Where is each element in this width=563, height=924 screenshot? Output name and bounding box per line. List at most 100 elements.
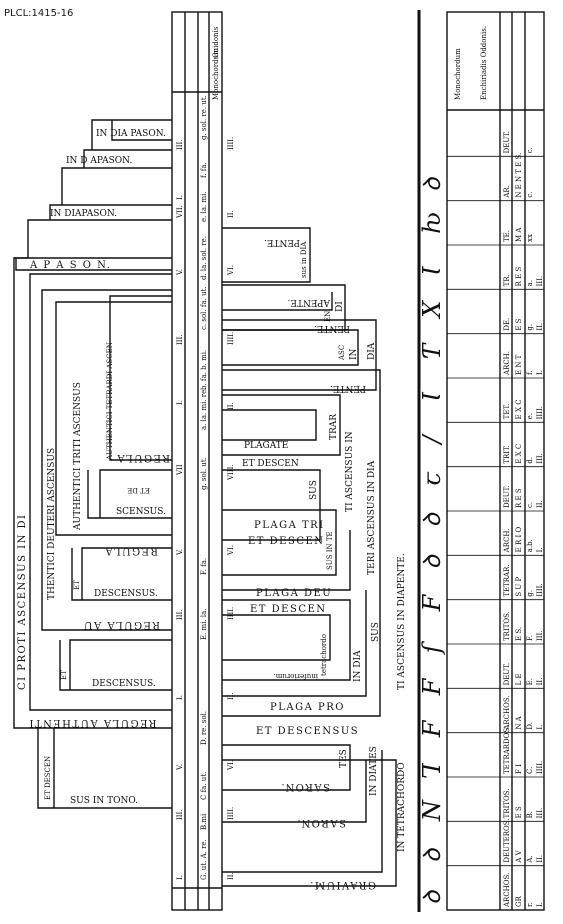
- column-syllable: E N T: [515, 354, 523, 375]
- daseian-glyph: Ꞁ: [418, 762, 446, 779]
- column-note: d.: [526, 457, 534, 464]
- column-syllable: E S: [515, 806, 523, 818]
- column-note: f.: [526, 370, 534, 375]
- daseian-glyph: ƕ: [418, 212, 446, 234]
- column-syllable: E X C: [515, 444, 523, 464]
- daseian-glyph: F: [418, 677, 446, 696]
- plaga-pro-label: PLAGA PRO: [270, 702, 345, 713]
- column-note: g.: [526, 324, 534, 331]
- numeral: VIII.: [227, 464, 235, 481]
- in-d-apason-label: IN D APASON.: [66, 156, 132, 166]
- numeral-column-1: I. III. V. I. III. V. VII I. III. V. VII…: [176, 139, 184, 880]
- column-syllable: S U P: [515, 577, 523, 597]
- numeral: V.: [176, 549, 184, 556]
- daseian-glyph: ꝺ: [418, 847, 446, 863]
- note: e. la. mi.: [200, 191, 208, 222]
- note-column: G. ut. A. re. B.mi C fa. ut. D. re. sol.…: [200, 95, 208, 880]
- et-descen-label: ET DESCEN: [44, 756, 52, 800]
- pente-1-label: PENTE.: [330, 383, 366, 393]
- daseian-glyph: ꝺ: [418, 553, 446, 569]
- note: a. la. mi. re.: [200, 387, 208, 430]
- daseian-glyph: F: [418, 719, 446, 738]
- descensus-1-label: DESCENSUS.: [92, 679, 156, 689]
- column-syllable: L E: [515, 673, 523, 685]
- numeral: II.: [227, 210, 235, 218]
- column-note: B.: [526, 811, 534, 818]
- right-subtitle: Enchiriadis Oddonis.: [480, 26, 488, 100]
- note: G. ut. A. re.: [200, 839, 208, 880]
- numeral: I.: [176, 400, 184, 405]
- column-syllable: N E N T E S.: [515, 153, 523, 198]
- column-note: c.: [526, 192, 534, 198]
- di-1-label: DI: [335, 301, 345, 312]
- numeral: IIII.: [227, 607, 235, 620]
- in-dia-1-label: IN DIA: [353, 650, 363, 682]
- column-head: TETRARDOS.: [503, 726, 511, 774]
- column-note: C.: [526, 767, 534, 774]
- column-syllable: A V: [515, 849, 523, 863]
- regula-2-label: REGULA: [104, 545, 158, 556]
- left-bracket-labels: SUS IN TONO. ET DESCEN REGULA AUTHENTI C…: [17, 129, 170, 806]
- saron-label-2: SARON.: [280, 781, 330, 792]
- numeral: I.: [176, 695, 184, 700]
- et-descen-2-label: ET DESCEN: [248, 536, 325, 547]
- note: D. re. sol.: [200, 711, 208, 745]
- note: c. sol. fa. ut.: [200, 286, 208, 330]
- teri-ascensus-label: TERI ASCENSUS IN DIA: [367, 460, 377, 575]
- numeral: I.: [176, 195, 184, 200]
- right-bracket-labels: GRAVIUM. SARON. SARON. TES IN TETRACHORD…: [242, 237, 407, 890]
- in-diapason-label: IN DIAPASON.: [50, 209, 117, 219]
- daseian-glyph: ſ: [418, 640, 446, 655]
- column-syllable: E R I O: [515, 527, 523, 553]
- daseian-glyph: F: [418, 593, 446, 612]
- note: g. sol. ut.: [200, 457, 208, 490]
- plagate-label: PLAGATE: [244, 441, 288, 451]
- numeral: VI.: [227, 545, 235, 556]
- asc-1-label: ASC: [338, 345, 346, 361]
- column-syllable: N A: [515, 715, 523, 729]
- column-head: ARCHOS.: [503, 873, 511, 908]
- numeral: VII: [176, 464, 184, 476]
- plaga-deu-label: PLAGA DEU: [256, 588, 332, 599]
- note: d. la. sol. re.: [200, 236, 208, 280]
- note: F. fa.: [200, 558, 208, 575]
- et-1-label: ET: [60, 670, 68, 680]
- column-head: DEUT.: [503, 486, 511, 509]
- column-numeral: I.: [536, 725, 544, 730]
- numeral: II.: [227, 402, 235, 410]
- et-descensus-main-label: ET DESCENSUS: [256, 726, 359, 737]
- descensus-2-label: DESCENSUS.: [94, 589, 158, 599]
- left-bracket-lines: [13, 119, 172, 809]
- column-note: D.: [526, 722, 534, 730]
- numeral: III.: [176, 334, 184, 345]
- numeral: IIII.: [227, 137, 235, 150]
- column-numeral: II.: [536, 323, 544, 331]
- ti-ascensus-in-label: TI ASCENSUS IN: [345, 431, 355, 512]
- in-tetrachordo-label: IN TETRACHORDO: [397, 762, 407, 852]
- column-numeral: I.: [536, 902, 544, 907]
- trar-label: TRAR: [329, 414, 339, 440]
- daseian-glyph: X: [418, 300, 446, 320]
- dia-1-label: DIA: [367, 342, 377, 360]
- column-numeral: III.: [536, 276, 544, 287]
- numeral: III.: [176, 609, 184, 620]
- daseian-glyph: ꝺ: [418, 176, 446, 192]
- tetrachordo-label: tetrachordo: [320, 634, 328, 676]
- column-head: TRIT.: [503, 445, 511, 464]
- column-head: TE.: [503, 230, 511, 242]
- column-head: TRITOS.: [503, 788, 511, 818]
- column-syllable: R E S: [515, 267, 523, 287]
- column-syllable: E S: [515, 318, 523, 330]
- column-head: TET.: [503, 404, 511, 420]
- guido-label: Guidonis: [212, 26, 220, 58]
- numeral: IIII.: [227, 332, 235, 345]
- column-syllable: GR: [515, 895, 523, 907]
- right-title: Monochordum: [454, 48, 462, 100]
- column-head: DEUTEROS.: [503, 818, 511, 862]
- numeral: VI.: [227, 265, 235, 276]
- column-note: F.: [526, 635, 534, 641]
- gravium-label: GRAVIUM.: [309, 879, 376, 890]
- daseian-glyph: Ƭ: [418, 342, 446, 360]
- numeral-column-2: II. IIII. VI. II. IIII. VI. VIII. II. II…: [227, 137, 235, 880]
